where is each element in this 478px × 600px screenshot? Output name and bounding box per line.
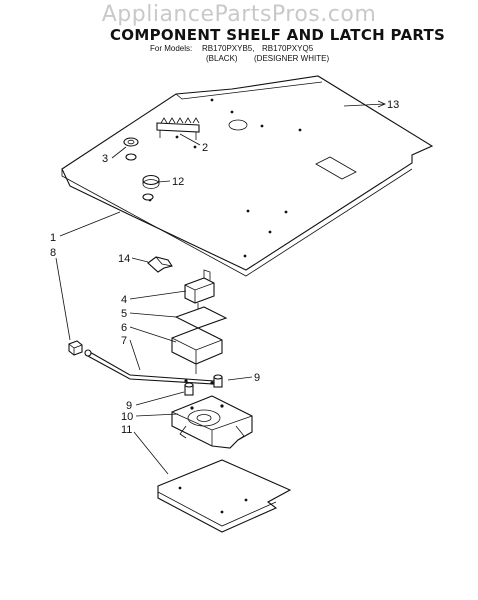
models-prefix: For Models: bbox=[150, 44, 193, 53]
grommet-part bbox=[123, 137, 139, 161]
diagram-title: COMPONENT SHELF AND LATCH PARTS bbox=[110, 26, 446, 44]
callout-9-left: 9 bbox=[126, 400, 132, 412]
spacer-part-right bbox=[213, 374, 223, 388]
model-1: RB170PXYB5, bbox=[202, 44, 255, 53]
callout-6: 6 bbox=[121, 322, 127, 334]
callout-14: 14 bbox=[118, 253, 130, 265]
callout-7: 7 bbox=[121, 335, 127, 347]
latch-spring-part bbox=[147, 256, 173, 273]
model-2: RB170PXYQ5 bbox=[262, 44, 314, 53]
callout-5: 5 bbox=[121, 308, 127, 320]
callout-2: 2 bbox=[202, 142, 208, 154]
callout-4: 4 bbox=[121, 294, 127, 306]
spacer-part-left bbox=[184, 382, 194, 396]
terminal-block-part bbox=[156, 117, 200, 140]
callout-12: 12 bbox=[172, 176, 184, 188]
base-plate-part bbox=[157, 459, 292, 533]
bumper-part bbox=[68, 340, 83, 356]
callout-11: 11 bbox=[121, 424, 132, 436]
model-2-color: (DESIGNER WHITE) bbox=[254, 54, 330, 63]
plug-button-part bbox=[142, 174, 160, 201]
model-list: For Models: RB170PXYB5, (BLACK) RB170PXY… bbox=[150, 44, 329, 114]
callout-13: 13 bbox=[387, 99, 399, 111]
callout-9-right: 9 bbox=[254, 372, 260, 384]
bracket-part bbox=[171, 327, 223, 374]
model-1-color: (BLACK) bbox=[206, 54, 238, 63]
callout-8: 8 bbox=[50, 247, 56, 259]
callout-3: 3 bbox=[102, 153, 108, 165]
callout-labels: 13 2 3 12 1 8 14 4 5 6 7 9 9 10 11 bbox=[50, 99, 399, 436]
callout-1: 1 bbox=[50, 232, 56, 244]
watermark: AppliancePartsPros.com bbox=[101, 2, 377, 27]
switch-part bbox=[184, 269, 215, 314]
callout-10: 10 bbox=[121, 411, 133, 423]
leader-lines bbox=[55, 100, 387, 475]
component-shelf-part bbox=[61, 75, 434, 277]
latch-mechanism-part bbox=[171, 395, 253, 449]
